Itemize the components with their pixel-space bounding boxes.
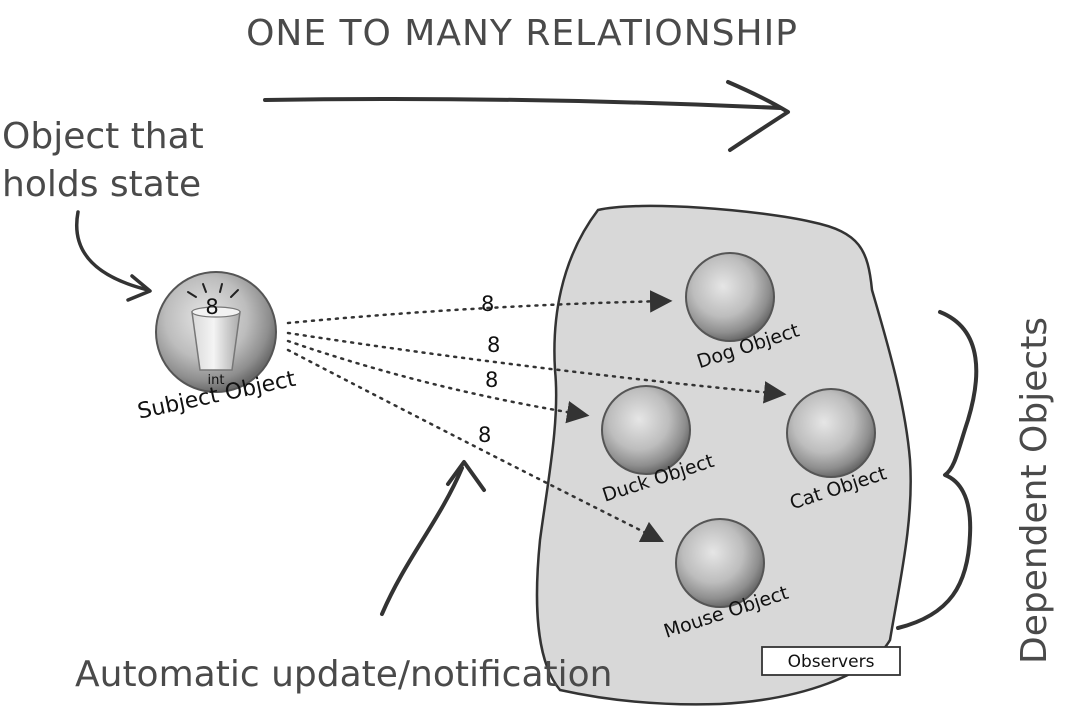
notification-arrows	[286, 290, 787, 543]
update-caption: Automatic update/notification	[75, 654, 613, 695]
observers-label: Observers	[788, 652, 875, 672]
subject-state-value: 8	[205, 295, 218, 319]
notify-duck-value: 8	[485, 368, 498, 392]
notify-mouse-value: 8	[478, 423, 491, 447]
state-glow-icon	[187, 283, 239, 298]
observer-cat	[786, 388, 876, 478]
notify-cat-arrow	[286, 331, 787, 404]
notify-mouse-arrow	[286, 348, 665, 543]
dependent-objects-label: Dependent Objects	[1014, 317, 1055, 664]
dependent-objects-brace	[896, 310, 979, 630]
one-to-many-arrow	[263, 80, 790, 152]
subject-object: 8 int	[155, 271, 277, 393]
update-arrow	[380, 460, 486, 616]
diagram-title: ONE TO MANY RELATIONSHIP	[246, 13, 798, 54]
notify-dog-value: 8	[481, 292, 494, 316]
subject-annotation-line1: Object that	[2, 116, 204, 157]
observers-area	[535, 204, 912, 706]
notify-duck-arrow	[286, 339, 590, 424]
annotation-arrow	[75, 210, 152, 302]
observer-duck	[601, 385, 691, 475]
cup-icon	[191, 306, 241, 371]
notify-dog-arrow	[286, 290, 673, 325]
observer-mouse	[675, 518, 765, 608]
observers-label-box: Observers	[761, 646, 901, 676]
subject-state-type: int	[208, 373, 225, 388]
notify-cat-value: 8	[487, 333, 500, 357]
observer-dog	[685, 252, 775, 342]
subject-annotation-line2: holds state	[2, 164, 201, 205]
